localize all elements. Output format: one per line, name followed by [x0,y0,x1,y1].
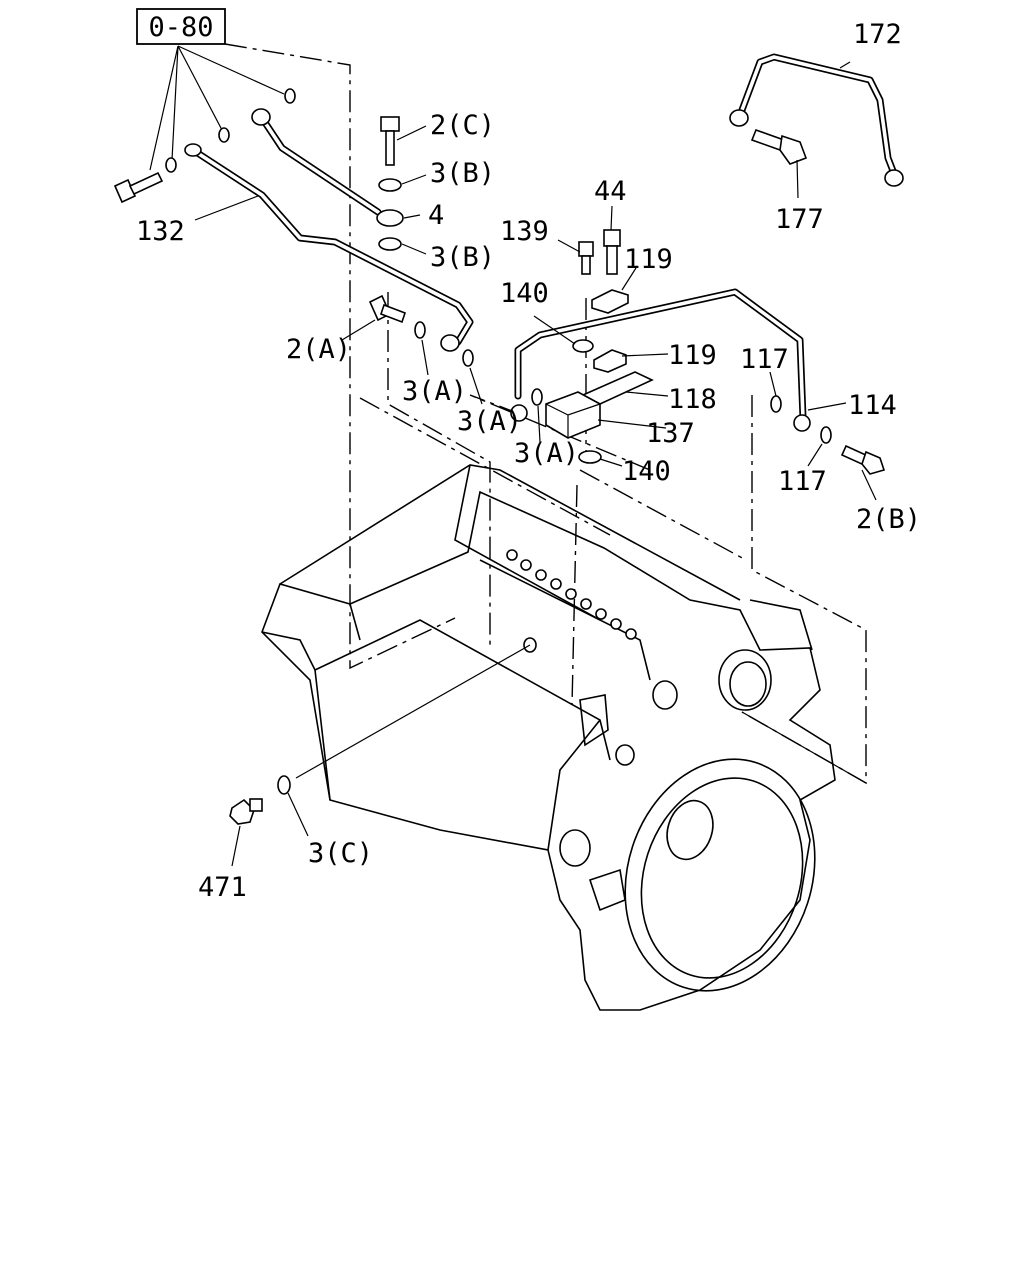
callout-2a: 2(A) [286,334,351,365]
callout-3c: 3(C) [308,838,373,869]
callout-3a-2: 3(A) [457,406,522,437]
callout-3b-top: 3(B) [430,158,495,189]
callout-118: 118 [668,384,717,415]
pipe-172 [729,53,904,187]
callout-117-bottom: 117 [778,466,827,497]
bolt-2c-stack [376,116,404,251]
pipe-upper [251,108,382,216]
callout-119-bottom: 119 [668,340,717,371]
callout-471: 471 [198,872,247,903]
bolt-top-left [113,171,164,204]
reference-leaders [149,45,285,171]
locating-lines [295,644,867,784]
pipe-132 [184,143,474,352]
callout-2b: 2(B) [856,504,921,535]
leader-lines [194,61,877,867]
callout-labels: 172 177 2(C) 3(B) 4 3(B) 132 2(A) 3(A) 3… [136,19,921,903]
callout-4: 4 [428,200,444,231]
callout-117-top: 117 [740,344,789,375]
callout-44: 44 [594,176,627,207]
washers-3a [414,321,543,406]
reference-box [136,8,226,45]
callout-132: 132 [136,216,185,247]
callout-119-top: 119 [624,244,673,275]
bolt-471 [229,775,291,825]
callout-139: 139 [500,216,549,247]
callout-177: 177 [775,204,824,235]
callout-3a-3: 3(A) [514,438,579,469]
engine-block [261,464,836,1011]
callout-3b-bottom: 3(B) [430,242,495,273]
washers-117 [770,395,832,444]
callout-2c: 2(C) [430,110,495,141]
callout-114: 114 [848,390,897,421]
washers-top-left [165,88,296,173]
bolt-2b [840,444,886,475]
pipe-114 [510,288,811,432]
callout-3a-1: 3(A) [402,376,467,407]
clamp-assembly [545,229,654,464]
bolt-2a [368,294,407,324]
callout-140-bottom: 140 [622,456,671,487]
callout-137: 137 [646,418,695,449]
callout-140-top: 140 [500,278,549,309]
bolt-177 [750,128,808,165]
reference-box-label: 0-80 [148,12,213,43]
callout-172: 172 [853,19,902,50]
